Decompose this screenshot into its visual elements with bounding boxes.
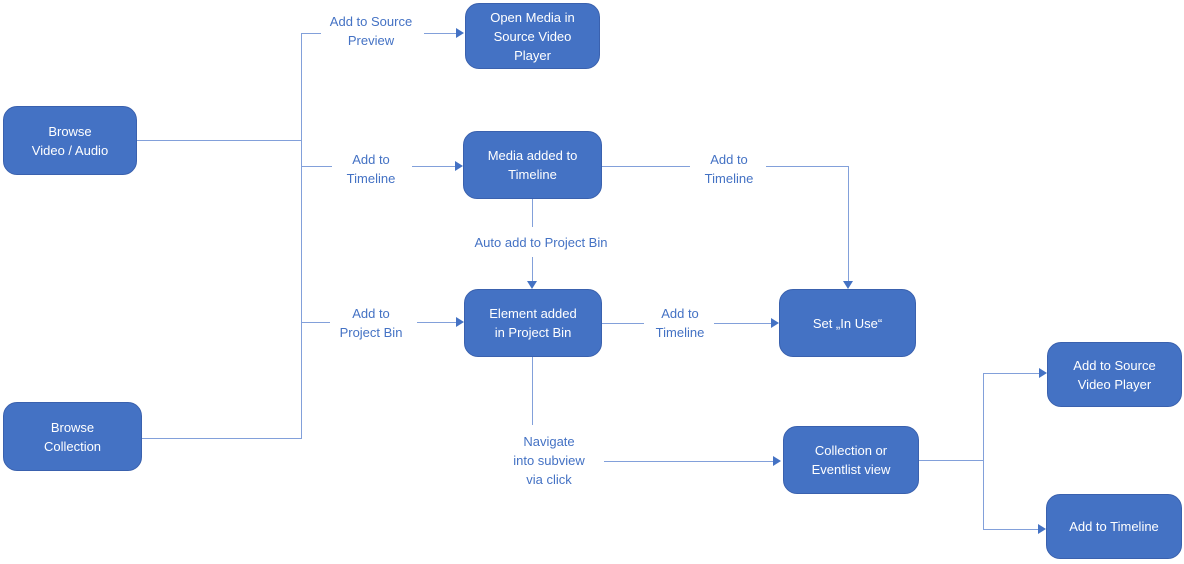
arrowhead-icon	[773, 456, 781, 466]
connector-timeline-label-to-bend	[766, 166, 849, 167]
node-element-added-in-project-bin: Element added in Project Bin	[464, 289, 602, 357]
node-label: Add to Source	[1073, 357, 1156, 373]
node-label: Browse	[48, 123, 92, 139]
arrowhead-icon	[771, 318, 779, 328]
node-label: Element added	[489, 306, 577, 321]
edge-label-line: Preview	[347, 33, 395, 48]
arrowhead-icon	[1038, 524, 1046, 534]
connector-auto-add-label-to-element-added	[532, 257, 533, 281]
edge-label-line: Add to Source	[329, 14, 413, 29]
arrowhead-icon	[843, 281, 853, 289]
connector-navigate-label-to-collection-view	[604, 461, 773, 462]
connector-bend-to-set-in-use	[848, 166, 849, 281]
node-add-to-timeline: Add to Timeline	[1046, 494, 1182, 559]
node-label: Player	[514, 47, 551, 63]
connector-trunk-to-source-preview-label	[301, 33, 321, 34]
connector-fork-to-add-timeline	[984, 529, 1038, 530]
node-label: Video / Audio	[31, 142, 109, 158]
node-collection-or-eventlist-view: Collection or Eventlist view	[783, 426, 919, 494]
connector-browse-collection-to-trunk	[142, 438, 302, 439]
edge-label-line: into subview	[513, 453, 585, 468]
node-label: Collection or	[814, 443, 888, 458]
node-label: Timeline	[508, 167, 557, 182]
connector-element-added-to-navigate-label	[532, 357, 533, 425]
edge-label-auto-add-to-project-bin: Auto add to Project Bin	[455, 233, 627, 252]
edge-label-line: Add to	[352, 306, 390, 321]
edge-label-add-to-project-bin: Add to Project Bin	[325, 304, 417, 342]
connector-trunk-to-project-bin-label	[301, 322, 330, 323]
edge-label-line: Navigate	[523, 434, 575, 449]
edge-label-add-to-timeline-media-to-set-in-use: Add to Timeline	[688, 150, 770, 188]
edge-label-line: Timeline	[704, 171, 754, 186]
connector-browse-video-to-trunk	[137, 140, 302, 141]
connector-fork-vertical	[983, 373, 984, 530]
edge-label-navigate-into-subview-via-click: Navigate into subview via click	[500, 432, 598, 489]
edge-label-line: Project Bin	[339, 325, 403, 340]
edge-label-line: Timeline	[346, 171, 396, 186]
node-label: Browse	[50, 419, 95, 435]
node-media-added-to-timeline: Media added to Timeline	[463, 131, 602, 199]
connector-collection-view-to-fork	[919, 460, 984, 461]
arrowhead-icon	[455, 161, 463, 171]
node-add-to-source-video-player: Add to Source Video Player	[1047, 342, 1182, 407]
arrowhead-icon	[456, 28, 464, 38]
node-browse-video-audio: Browse Video / Audio	[3, 106, 137, 175]
edge-label-add-to-source-preview: Add to Source Preview	[315, 12, 427, 50]
connector-source-preview-label-to-open-media	[424, 33, 456, 34]
connector-fork-to-add-source-player	[984, 373, 1039, 374]
connector-timeline-label-to-media-added	[412, 166, 455, 167]
connector-element-added-to-timeline-label	[602, 323, 644, 324]
connector-project-bin-label-to-element-added	[417, 322, 456, 323]
edge-label-line: Auto add to Project Bin	[474, 235, 608, 250]
arrowhead-icon	[527, 281, 537, 289]
node-label: Set „In Use“	[812, 315, 883, 331]
connector-timeline-label-to-set-in-use	[714, 323, 771, 324]
node-label: Eventlist view	[811, 462, 891, 477]
connector-trunk-to-timeline-label	[301, 166, 332, 167]
node-label: Media added to	[487, 148, 578, 163]
node-label: Source Video	[493, 28, 572, 44]
node-label: Add to Timeline	[1069, 519, 1159, 534]
edge-label-line: via click	[526, 472, 572, 487]
node-label: Open Media in	[490, 9, 575, 25]
edge-label-add-to-timeline-element-to-set-in-use: Add to Timeline	[639, 304, 721, 342]
edge-label-line: Add to	[352, 152, 390, 167]
node-label: in Project Bin	[494, 325, 572, 340]
arrowhead-icon	[456, 317, 464, 327]
node-label: Video Player	[1077, 376, 1152, 392]
connector-media-added-to-timeline-label	[602, 166, 690, 167]
edge-label-add-to-timeline-from-browse: Add to Timeline	[330, 150, 412, 188]
edge-label-line: Timeline	[655, 325, 705, 340]
arrowhead-icon	[1039, 368, 1047, 378]
node-open-media-in-source-video-player: Open Media in Source Video Player	[465, 3, 600, 69]
node-set-in-use: Set „In Use“	[779, 289, 916, 357]
connector-trunk-vertical	[301, 33, 302, 438]
node-browse-collection: Browse Collection	[3, 402, 142, 471]
connector-media-added-to-auto-add-label	[532, 199, 533, 227]
edge-label-line: Add to	[661, 306, 699, 321]
edge-label-line: Add to	[710, 152, 748, 167]
node-label: Collection	[43, 438, 102, 454]
